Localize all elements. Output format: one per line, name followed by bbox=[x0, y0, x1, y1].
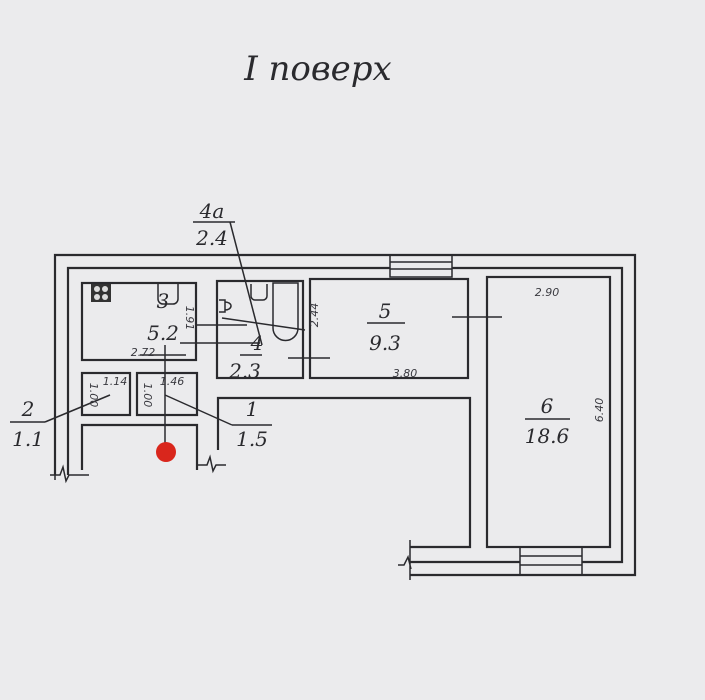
dim-room2-height: 1.00 bbox=[87, 383, 100, 408]
room-3 bbox=[80, 281, 198, 362]
window-top bbox=[389, 254, 453, 278]
room-3-number: 3 bbox=[157, 289, 170, 313]
room-5-area: 9.3 bbox=[369, 331, 401, 355]
room-2 bbox=[80, 371, 132, 417]
room-2-number: 2 bbox=[21, 397, 35, 421]
bathtub-icon bbox=[272, 282, 299, 342]
room-1-number: 1 bbox=[246, 397, 259, 421]
room-4-area: 2.3 bbox=[228, 359, 261, 383]
inner-wall bbox=[66, 266, 390, 475]
room-5-number: 5 bbox=[379, 299, 392, 323]
break-mark-middle bbox=[197, 454, 226, 474]
break-mark-left bbox=[50, 464, 89, 484]
room-4a-number: 4a bbox=[199, 199, 225, 223]
dim-room1-width: 1.46 bbox=[160, 375, 185, 388]
plan-title: I поверх bbox=[243, 49, 391, 89]
dim-room1-height: 1.00 bbox=[141, 383, 154, 408]
dim-room2-width: 1.14 bbox=[103, 375, 128, 388]
sink-icon bbox=[157, 284, 179, 305]
dim-room3-width: 2.72 bbox=[131, 346, 156, 359]
location-marker bbox=[156, 442, 176, 462]
toilet-icon bbox=[219, 299, 232, 313]
room-1-area: 1.5 bbox=[236, 427, 268, 451]
room-5 bbox=[308, 277, 470, 380]
room-6 bbox=[485, 275, 612, 549]
dim-room3-height: 1.91 bbox=[183, 306, 196, 331]
room-6-area: 18.6 bbox=[525, 424, 570, 448]
room-6-number: 6 bbox=[541, 394, 554, 418]
partition-line bbox=[221, 317, 306, 331]
break-mark-bottom bbox=[398, 540, 412, 580]
entry bbox=[80, 423, 199, 470]
room-4a-area: 2.4 bbox=[195, 226, 228, 250]
room-4-number: 4 bbox=[250, 331, 264, 355]
dim-room5-width: 3.80 bbox=[393, 367, 418, 380]
window-bottom bbox=[519, 546, 583, 576]
stove-icon bbox=[91, 284, 111, 302]
inner-wall-right bbox=[452, 266, 624, 564]
corridor bbox=[216, 396, 472, 549]
room-2-area: 1.1 bbox=[12, 427, 44, 451]
room-1 bbox=[135, 371, 199, 417]
dim-room5-height: 2.44 bbox=[308, 303, 321, 328]
room-3-area: 5.2 bbox=[147, 321, 179, 345]
dim-room6-width: 2.90 bbox=[535, 286, 560, 299]
dim-room6-height: 6.40 bbox=[593, 398, 606, 423]
washbasin-icon bbox=[250, 284, 268, 301]
